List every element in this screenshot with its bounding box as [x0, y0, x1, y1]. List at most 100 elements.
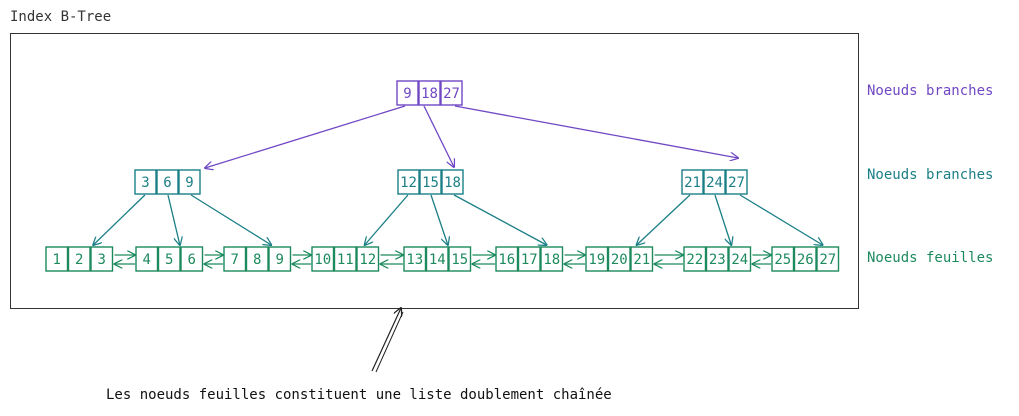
key-cell — [396, 80, 419, 106]
key-cell — [45, 246, 69, 272]
key-label: 5 — [165, 252, 173, 268]
key-cell — [448, 246, 472, 272]
root-pointer-arrow — [454, 105, 738, 158]
caption-arrow-stroke — [375, 311, 404, 373]
branch-pointer-arrow — [167, 194, 180, 245]
key-cell — [725, 169, 748, 195]
key-label: 2 — [75, 252, 83, 268]
key-label: 9 — [403, 86, 411, 102]
key-label: 18 — [421, 86, 438, 102]
key-cell — [311, 246, 335, 272]
key-cell — [703, 169, 726, 195]
key-label: 3 — [141, 175, 149, 191]
key-cell — [495, 246, 519, 272]
root-pointer-arrow — [205, 105, 406, 168]
branch-pointer-arrow — [430, 194, 448, 245]
key-label: 15 — [451, 252, 468, 268]
key-cell — [157, 246, 181, 272]
key-label: 11 — [337, 252, 354, 268]
key-cell — [728, 246, 752, 272]
key-label: 27 — [443, 86, 460, 102]
key-cell — [67, 246, 91, 272]
root-pointer-arrow — [423, 105, 454, 167]
key-label: 20 — [611, 252, 628, 268]
key-cell — [180, 246, 204, 272]
key-label: 17 — [521, 252, 538, 268]
key-cell — [793, 246, 817, 272]
key-label: 7 — [231, 252, 239, 268]
key-cell — [223, 246, 247, 272]
key-label: 23 — [709, 252, 726, 268]
key-cell — [630, 246, 654, 272]
key-label: 3 — [98, 252, 106, 268]
key-cell — [425, 246, 449, 272]
key-cell — [333, 246, 357, 272]
leaf-node: 10 11 12 — [311, 246, 380, 272]
btree-frame — [10, 33, 859, 309]
key-label: 9 — [185, 175, 193, 191]
key-label: 6 — [163, 175, 171, 191]
key-label: 4 — [143, 252, 151, 268]
key-label: 19 — [588, 252, 605, 268]
leaf-node: 13 14 15 — [403, 246, 472, 272]
key-cell — [134, 169, 157, 195]
key-cell — [681, 169, 704, 195]
leaf-node: 16 17 18 — [495, 246, 564, 272]
key-cell — [607, 246, 631, 272]
caption-arrow — [371, 308, 401, 372]
branch-pointer-arrow — [739, 194, 823, 245]
key-cell — [771, 246, 795, 272]
branch-pointer-arrow — [637, 194, 691, 245]
key-label: 25 — [774, 252, 791, 268]
key-label: 21 — [633, 252, 650, 268]
key-label: 24 — [706, 175, 723, 191]
key-label: 12 — [400, 175, 417, 191]
key-cell — [683, 246, 707, 272]
key-cell — [441, 169, 464, 195]
key-cell — [268, 246, 292, 272]
key-cell — [540, 246, 564, 272]
key-label: 13 — [406, 252, 423, 268]
root-node: 9 18 27 — [396, 80, 463, 106]
key-cell — [135, 246, 159, 272]
key-label: 22 — [686, 252, 703, 268]
branch-pointer-arrow — [190, 194, 271, 245]
key-label: 10 — [314, 252, 331, 268]
key-label: 27 — [728, 175, 745, 191]
diagram-title: Index B-Tree — [10, 9, 112, 25]
key-label: 18 — [543, 252, 560, 268]
key-label: 27 — [819, 252, 836, 268]
pointer-arrows — [93, 105, 823, 245]
leaf-node: 19 20 21 — [585, 246, 654, 272]
key-label: 16 — [498, 252, 515, 268]
leaf-linked-list-arrows — [115, 255, 772, 264]
key-cell — [356, 246, 380, 272]
key-cell — [517, 246, 541, 272]
key-label: 14 — [429, 252, 446, 268]
key-cell — [419, 169, 442, 195]
root-level-label: Noeuds branches — [867, 83, 994, 99]
key-label: 1 — [53, 252, 61, 268]
key-cell — [178, 169, 201, 195]
key-cell — [816, 246, 840, 272]
key-cell — [440, 80, 463, 106]
branch-pointer-arrow — [365, 194, 409, 245]
caption: Les noeuds feuilles constituent une list… — [106, 387, 612, 403]
key-label: 6 — [188, 252, 196, 268]
caption-pointer — [371, 308, 404, 373]
key-cell — [585, 246, 609, 272]
key-label: 8 — [253, 252, 261, 268]
key-label: 9 — [276, 252, 284, 268]
key-cell — [156, 169, 179, 195]
branch-pointer-arrow — [93, 194, 146, 245]
key-label: 12 — [359, 252, 376, 268]
branch-level-label: Noeuds branches — [867, 167, 994, 183]
